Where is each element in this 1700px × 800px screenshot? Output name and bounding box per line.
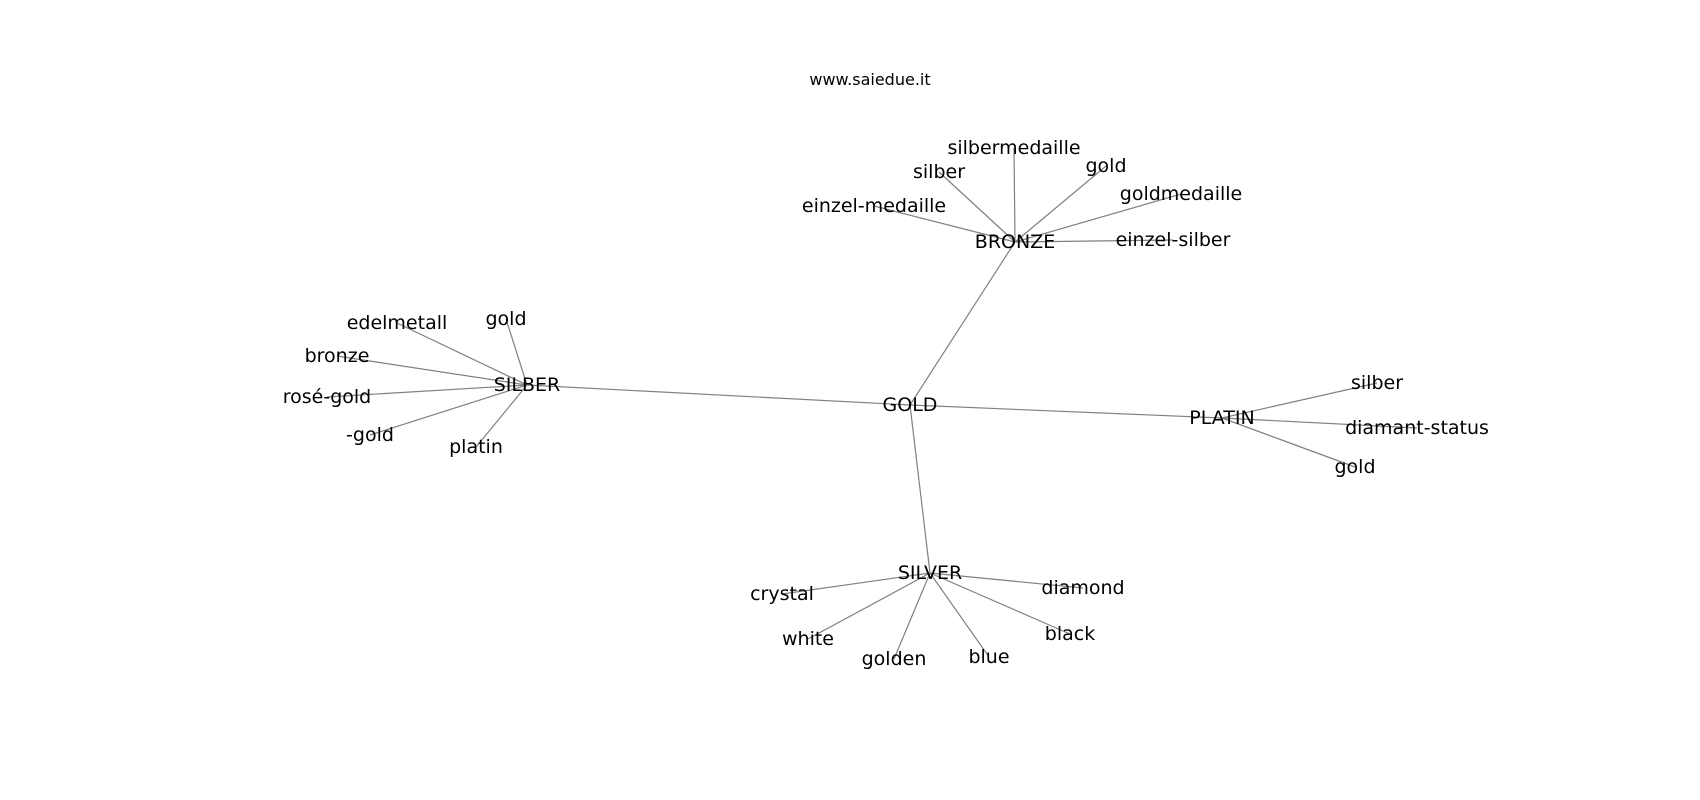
edge-platin-leaf <box>1221 382 1378 419</box>
edge-silber-leaf <box>336 355 528 386</box>
edge-silber-leaf <box>505 318 528 386</box>
edge-silber-leaf <box>396 322 528 386</box>
leaf-node-label: -gold <box>346 424 394 446</box>
leaf-node-label: goldmedaille <box>1120 183 1242 205</box>
edge-silber-leaf <box>369 384 528 436</box>
leaf-node-label: gold <box>485 308 526 330</box>
edge-silver-leaf <box>781 572 931 595</box>
edge-center-silver <box>909 404 931 574</box>
edge-center-platin <box>909 404 1223 419</box>
edge-silber-leaf <box>326 384 528 398</box>
leaf-node-label: gold <box>1085 155 1126 177</box>
leaf-node-label: blue <box>968 646 1009 668</box>
leaf-node-label: silber <box>913 161 965 183</box>
edge-center-silber <box>526 384 911 406</box>
edge-silber-leaf <box>475 384 528 448</box>
leaf-node-label: rosé-gold <box>283 386 372 408</box>
leaf-node-label: einzel-silber <box>1116 229 1231 251</box>
edge-platin-leaf <box>1221 417 1356 468</box>
hub-node-label: PLATIN <box>1189 407 1254 429</box>
leaf-node-label: silber <box>1351 372 1403 394</box>
edges-layer <box>326 147 1418 660</box>
leaf-node-label: einzel-medaille <box>802 195 946 217</box>
edge-silver-leaf <box>929 572 990 658</box>
edge-bronze-leaf <box>1014 165 1107 243</box>
leaf-node-label: crystal <box>750 583 814 605</box>
edge-center-bronze <box>909 241 1016 406</box>
edge-bronze-leaf <box>938 171 1016 243</box>
edge-bronze-leaf <box>1014 193 1182 243</box>
leaf-node-label: silbermedaille <box>947 137 1080 159</box>
leaf-node-label: bronze <box>305 345 370 367</box>
edge-bronze-leaf <box>873 205 1016 243</box>
leaf-node-label: white <box>782 628 834 650</box>
leaf-node-label: diamond <box>1041 577 1124 599</box>
leaf-node-label: black <box>1045 623 1095 645</box>
edge-silver-leaf <box>807 572 931 640</box>
hub-node-label: SILBER <box>494 374 561 396</box>
edge-silver-leaf <box>929 572 1071 635</box>
hub-node-label: BRONZE <box>975 231 1055 253</box>
edge-silver-leaf <box>929 572 1084 589</box>
leaf-node-label: edelmetall <box>347 312 448 334</box>
leaf-node-label: gold <box>1334 456 1375 478</box>
hub-node-label: SILVER <box>898 562 962 584</box>
edge-platin-leaf <box>1221 417 1418 429</box>
site-url: www.saiedue.it <box>809 70 931 89</box>
leaf-node-label: diamant-status <box>1345 417 1489 439</box>
leaf-node-label: platin <box>449 436 503 458</box>
edge-bronze-leaf <box>1013 147 1016 243</box>
leaf-node-label: golden <box>862 648 927 670</box>
center-node-label: GOLD <box>883 394 938 416</box>
edge-silver-leaf <box>893 572 931 660</box>
edge-bronze-leaf <box>1014 239 1174 243</box>
